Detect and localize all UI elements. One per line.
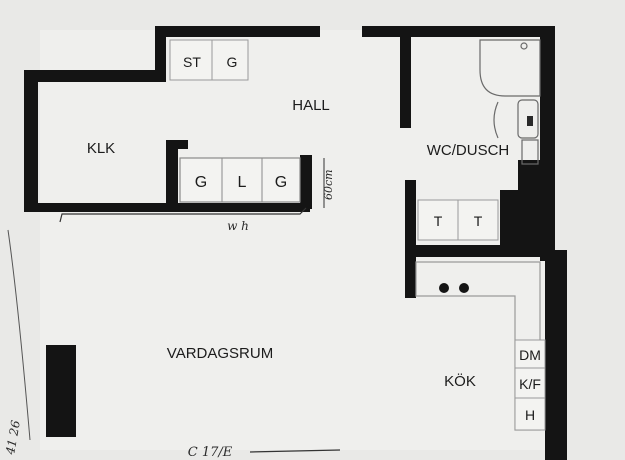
wall-left-lower bbox=[46, 345, 76, 437]
shower-drain bbox=[520, 42, 528, 50]
wall-right-lower bbox=[545, 250, 567, 460]
room-label-vardagsrum: VARDAGSRUM bbox=[167, 345, 273, 362]
wall-left-upper bbox=[24, 70, 38, 212]
stove-burner-icon bbox=[439, 283, 449, 293]
cabinet-frame bbox=[169, 39, 249, 81]
wall-hall-step bbox=[155, 26, 166, 78]
wall-wardrobe-right bbox=[300, 155, 312, 209]
appliance-label-dm: DM bbox=[519, 347, 541, 363]
cabinet-label-t: T bbox=[474, 213, 483, 229]
cabinet-hall-top: ST G bbox=[169, 39, 249, 81]
wardrobe-frame bbox=[179, 157, 301, 203]
room-label-wc-dusch: WC/DUSCH bbox=[427, 142, 510, 159]
wall-bath-corner bbox=[518, 160, 544, 192]
dimension-60cm: 60cm bbox=[322, 169, 335, 200]
bottom-note: C 17/E bbox=[188, 445, 233, 460]
wall-top-right bbox=[362, 26, 554, 37]
toilet-seat bbox=[493, 101, 499, 139]
bottom-stroke bbox=[249, 449, 341, 453]
wall-klk-top bbox=[24, 70, 166, 82]
appliance-label-kf: K/F bbox=[519, 376, 541, 392]
wardrobe-dimension-line bbox=[59, 207, 307, 223]
kitchen-counter: DM K/F H bbox=[415, 261, 546, 431]
appliance-label-h: H bbox=[525, 407, 535, 423]
appliance-column bbox=[514, 339, 546, 431]
wall-shaft bbox=[500, 190, 548, 250]
cabinet-hall-wardrobe: G L G bbox=[179, 157, 301, 203]
shower-tray bbox=[479, 39, 541, 97]
wall-wardrobe-left bbox=[166, 140, 178, 208]
toilet bbox=[517, 99, 539, 139]
room-label-hall: HALL bbox=[292, 97, 330, 114]
sink bbox=[521, 139, 539, 165]
wall-bath-left bbox=[400, 30, 411, 128]
wardrobe-label-g: G bbox=[195, 174, 207, 191]
cabinet-label-st: ST bbox=[183, 54, 201, 70]
wardrobe-label-g: G bbox=[275, 174, 287, 191]
wall-bath-left-lower bbox=[405, 180, 416, 298]
walls bbox=[24, 26, 567, 460]
room-label-klk: KLK bbox=[87, 140, 115, 157]
wall-hall-top bbox=[155, 26, 320, 37]
cabinet-label-t: T bbox=[434, 213, 443, 229]
wall-wardrobe-top bbox=[166, 140, 188, 149]
bath-fixtures bbox=[479, 39, 541, 165]
margin-note: 41 26 bbox=[3, 419, 23, 457]
cabinet-bath-lower: T T bbox=[417, 199, 499, 241]
cabinet-label-g: G bbox=[227, 54, 238, 70]
wardrobe-label-l: L bbox=[238, 174, 247, 191]
margin-line bbox=[7, 229, 31, 441]
flush-button bbox=[527, 116, 533, 126]
handwritten-notes: w h 60cm 41 26 C 17/E bbox=[3, 158, 341, 460]
room-label-kok: KÖK bbox=[444, 372, 476, 390]
wardrobe-dimension-text: w h bbox=[227, 219, 249, 233]
stove-burner-icon bbox=[459, 283, 469, 293]
